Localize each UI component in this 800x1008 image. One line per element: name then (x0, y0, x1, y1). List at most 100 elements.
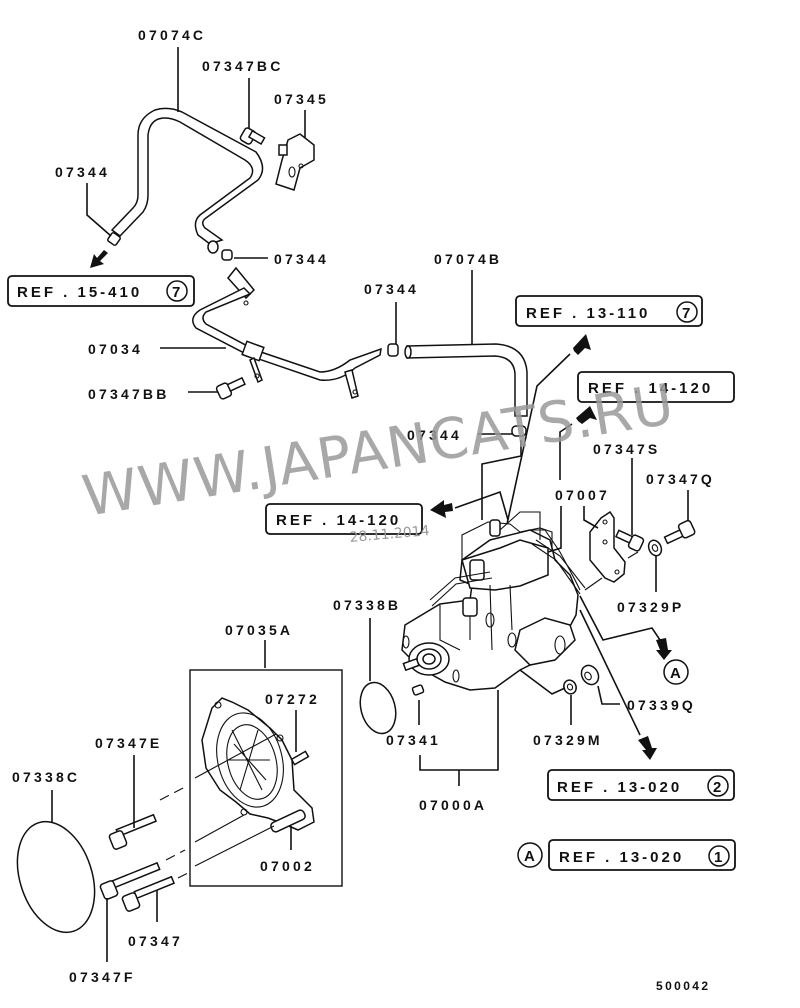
cover-plate-07035a[interactable] (201, 697, 315, 831)
washer-07329p[interactable] (646, 538, 664, 558)
align-line-07347e (194, 733, 277, 779)
label-07074c[interactable]: 07074C (138, 27, 206, 43)
arrow-ref-14-120-left (430, 500, 453, 518)
label-07000a[interactable]: 07000A (419, 797, 487, 813)
arrow-ref-14-120-right (576, 406, 597, 424)
label-07344-left[interactable]: 07344 (55, 164, 110, 180)
bolt-07347bc[interactable] (239, 127, 266, 145)
bolt-07347e[interactable] (108, 813, 158, 850)
bolt-07347f[interactable] (99, 861, 161, 900)
washer-07329p-hole (651, 544, 659, 552)
ref-num-13-110: 7 (682, 305, 690, 322)
line-to-marker-a (579, 595, 661, 641)
label-07035a[interactable]: 07035A (225, 622, 293, 638)
figure-code: 500042 (656, 979, 710, 993)
label-07339q[interactable]: 07339Q (627, 697, 696, 713)
label-07329m[interactable]: 07329M (533, 732, 603, 748)
label-07344-upper-right[interactable]: 07344 (364, 281, 419, 297)
hose-07074b[interactable] (404, 343, 528, 417)
clamp-07344-middle[interactable] (207, 240, 233, 261)
ref-box-13-020-2[interactable]: REF . 13-020 2 (547, 769, 735, 801)
arrow-ref-13-110 (573, 334, 591, 355)
key-07341[interactable] (411, 684, 425, 696)
bolt-07347s[interactable] (614, 529, 645, 552)
line-ref-14-120-left (454, 490, 509, 521)
pin-07002[interactable] (270, 809, 307, 833)
label-07347bc[interactable]: 07347BC (202, 58, 284, 74)
ref-num-15-410: 7 (172, 284, 180, 301)
align-line-07329m (519, 669, 566, 695)
label-07347bb[interactable]: 07347BB (88, 386, 170, 402)
label-07347[interactable]: 07347 (128, 933, 183, 949)
line-ref-13-020-2 (579, 609, 641, 736)
ref-box-15-410[interactable]: REF . 15-410 7 (7, 275, 195, 307)
assembly-box-07035a (189, 669, 343, 887)
injection-pump-07000a[interactable] (401, 511, 586, 691)
label-07347f[interactable]: 07347F (69, 969, 136, 985)
ref-text-15-410: REF . 15-410 (17, 284, 142, 301)
arrow-to-marker-a (656, 638, 672, 660)
label-07272[interactable]: 07272 (265, 691, 320, 707)
bolt-07347[interactable] (121, 875, 176, 912)
arrow-ref-15-410 (90, 250, 108, 268)
stud-07272[interactable] (290, 750, 310, 766)
align-dash-07347 (177, 872, 189, 879)
arrow-ref-13-020-2 (638, 736, 657, 760)
label-07347s[interactable]: 07347S (593, 441, 660, 457)
align-line-07347f (194, 814, 245, 843)
marker-a[interactable] (663, 659, 689, 685)
leader-07344-left (86, 183, 112, 237)
ref-box-13-110[interactable]: REF . 13-110 7 (515, 295, 703, 327)
ref-text-13-110: REF . 13-110 (526, 305, 650, 322)
hose-07074c[interactable] (110, 107, 264, 245)
ref-box-14-120-left[interactable]: REF . 14-120 (265, 503, 423, 535)
washer-07329m-hole (566, 683, 574, 691)
label-07338c[interactable]: 07338C (12, 769, 80, 785)
align-line-bracket (584, 577, 603, 591)
label-07344-middle[interactable]: 07344 (274, 251, 329, 267)
ref-text-13-020-1: REF . 13-020 (559, 849, 684, 866)
label-07345[interactable]: 07345 (274, 91, 329, 107)
o-ring-07338b[interactable] (355, 678, 401, 737)
watermark-date: 28.11.2014 (349, 523, 430, 546)
marker-a-ref (517, 842, 543, 868)
line-ref-13-110 (506, 353, 571, 525)
marker-a-ref-text: A (524, 848, 535, 865)
label-07329p[interactable]: 07329P (617, 599, 684, 615)
label-07034[interactable]: 07034 (88, 341, 143, 357)
label-07344-lower[interactable]: 07344 (407, 427, 462, 443)
bolt-07347q[interactable] (663, 519, 696, 545)
pipe-07034[interactable] (192, 266, 382, 399)
label-07347q[interactable]: 07347Q (646, 471, 715, 487)
o-ring-07338c[interactable] (4, 812, 108, 943)
ref-text-13-020-2: REF . 13-020 (557, 779, 682, 796)
washer-07329m[interactable] (562, 678, 579, 696)
label-07074b[interactable]: 07074B (434, 251, 502, 267)
line-ref-14-120-right (559, 423, 573, 480)
align-dash-07347e (159, 786, 186, 801)
ref-num-13-020-2: 2 (713, 779, 721, 796)
leader-07339q (597, 685, 620, 705)
bolt-07347bb[interactable] (215, 376, 246, 400)
bracket-07007[interactable] (589, 510, 626, 583)
leader-07007 (547, 506, 562, 553)
label-07007[interactable]: 07007 (555, 487, 610, 503)
ref-text-14-120-right: REF . 14-120 (588, 380, 713, 397)
ref-box-14-120-right[interactable]: REF . 14-120 (577, 371, 735, 403)
label-07002[interactable]: 07002 (260, 858, 315, 874)
ref-box-13-020-1[interactable]: REF . 13-020 1 (548, 839, 736, 871)
align-line-07347 (194, 825, 275, 867)
bracket-07345[interactable] (275, 133, 315, 191)
ref-num-13-020-1: 1 (714, 849, 722, 866)
nut-07339q[interactable] (578, 662, 602, 687)
leader-07344-to-pump (481, 440, 522, 520)
align-line-bolt (627, 551, 639, 559)
label-07347e[interactable]: 07347E (95, 735, 162, 751)
label-07341[interactable]: 07341 (386, 732, 441, 748)
label-07338b[interactable]: 07338B (333, 597, 401, 613)
clamp-07344-upper-right[interactable] (387, 343, 399, 357)
clamp-07344-lower[interactable] (511, 425, 527, 437)
align-dash-07347f (165, 849, 186, 861)
